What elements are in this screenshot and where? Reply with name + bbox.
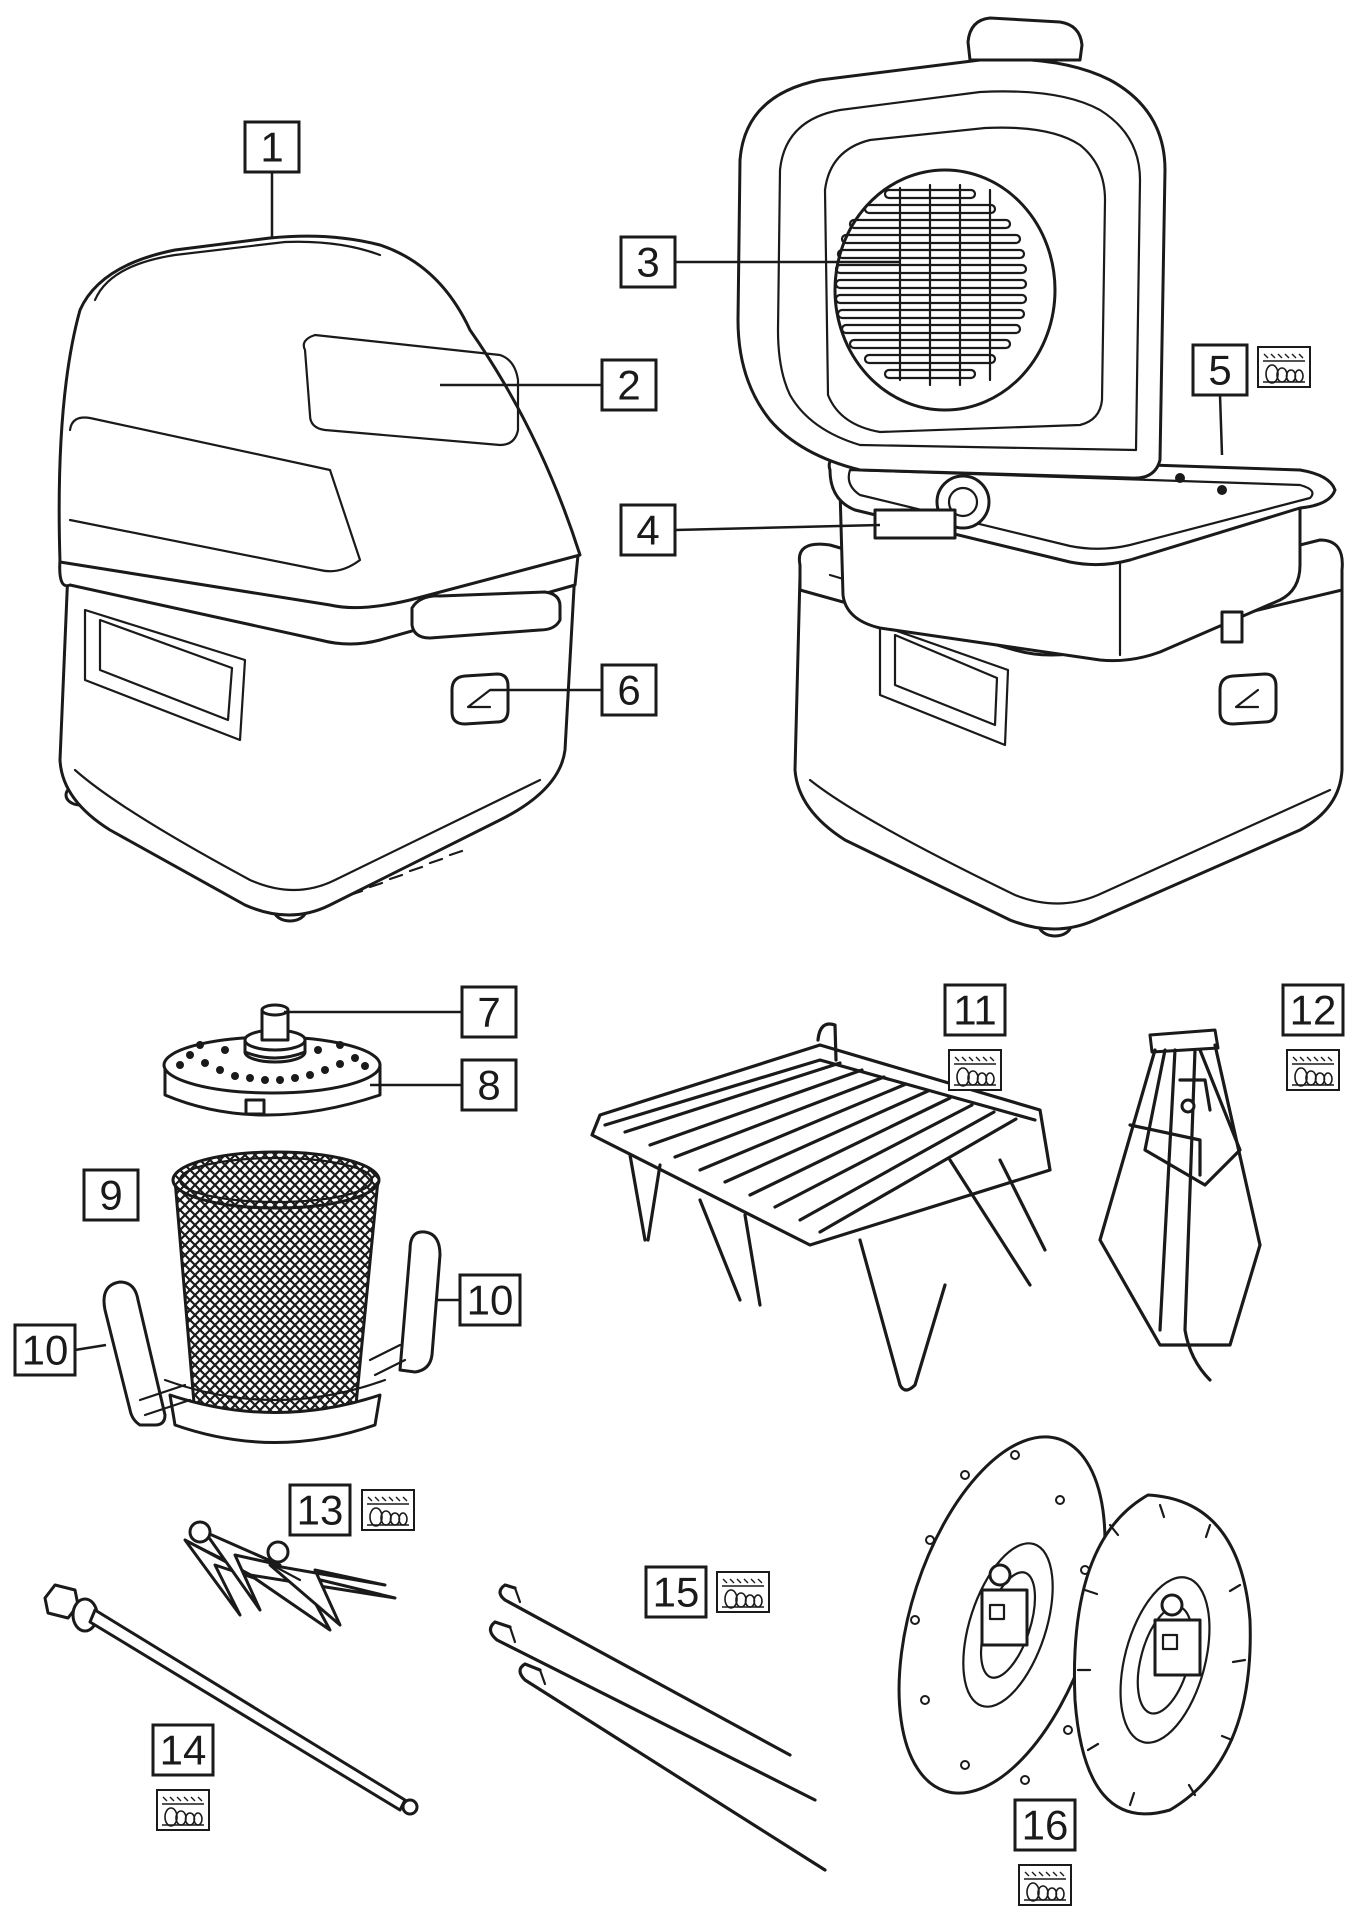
callout-5-label: 5 (1208, 347, 1231, 394)
callout-7: 7 (460, 985, 518, 1039)
callout-9-label: 9 (99, 1172, 122, 1219)
callout-3: 3 (619, 235, 677, 289)
spit-rod (43, 1583, 419, 1816)
folding-stand (1098, 1028, 1262, 1382)
dishwasher-safe-icon (156, 1789, 210, 1831)
callout-9: 9 (82, 1168, 140, 1222)
callout-13-label: 13 (297, 1487, 344, 1534)
callout-15: 15 (644, 1565, 770, 1619)
rotisserie-plates (897, 1435, 1252, 1816)
dishwasher-safe-icon (1018, 1864, 1072, 1906)
callout-4-label: 4 (636, 507, 659, 554)
callout-8: 8 (460, 1058, 518, 1112)
dishwasher-safe-icon (948, 1049, 1002, 1091)
callout-6: 6 (600, 663, 658, 717)
callout-2-label: 2 (617, 362, 640, 409)
skewer-forks (183, 1520, 397, 1632)
callout-5: 5 (1191, 343, 1311, 397)
callout-11-label: 11 (953, 987, 997, 1034)
dishwasher-safe-icon (361, 1489, 415, 1531)
dishwasher-safe-icon (716, 1571, 770, 1613)
callout-2: 2 (600, 358, 658, 412)
callout-15-label: 15 (653, 1569, 700, 1616)
callout-16-label: 16 (1022, 1802, 1069, 1849)
dishwasher-safe-icon (1257, 346, 1311, 388)
closed-air-fryer (57, 234, 582, 923)
callout-1: 1 (243, 120, 301, 174)
callout-3-label: 3 (636, 239, 659, 286)
callout-4: 4 (619, 503, 677, 557)
callout-16: 16 (1013, 1798, 1077, 1906)
callout-14: 14 (151, 1723, 215, 1831)
rotisserie-disc-assembly (162, 1003, 382, 1117)
callout-11: 11 (943, 983, 1007, 1091)
callout-14-label: 14 (160, 1727, 207, 1774)
callout-10-right-label: 10 (467, 1277, 514, 1324)
dishwasher-safe-icon (1286, 1049, 1340, 1091)
callout-1-label: 1 (260, 124, 283, 171)
callout-10-left: 10 (13, 1323, 77, 1377)
callout-8-label: 8 (477, 1062, 500, 1109)
callout-10-left-label: 10 (22, 1327, 69, 1374)
callout-10-right: 10 (458, 1273, 522, 1327)
mesh-basket (102, 1150, 442, 1444)
callout-7-label: 7 (477, 989, 500, 1036)
leader-lines (74, 172, 1224, 1352)
kebab-skewers (488, 1583, 827, 1872)
callout-13: 13 (288, 1483, 415, 1537)
wire-rack (590, 1022, 1052, 1392)
callout-6-label: 6 (617, 667, 640, 714)
open-air-fryer (736, 16, 1344, 938)
callout-12: 12 (1281, 983, 1345, 1091)
callout-12-label: 12 (1290, 987, 1337, 1034)
